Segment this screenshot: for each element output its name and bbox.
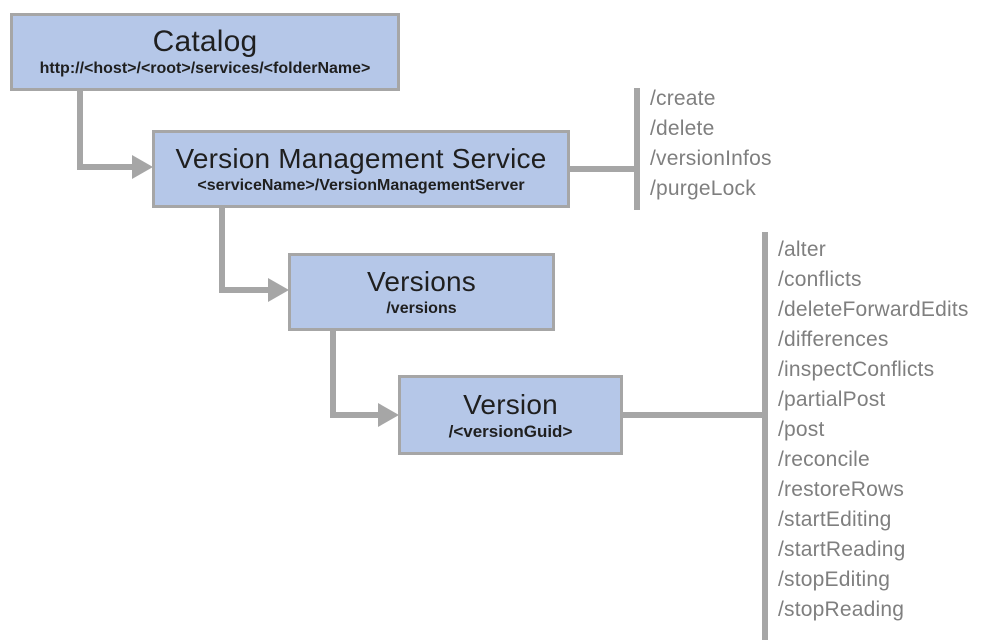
connector-versions-to-version-horizontal — [330, 412, 379, 418]
node-version-management-service: Version Management Service <serviceName>… — [152, 130, 570, 208]
connector-vms-to-endpoints-horizontal — [570, 166, 634, 172]
arrowhead-icon — [268, 278, 289, 302]
arrowhead-icon — [132, 155, 153, 179]
arrowhead-icon — [378, 403, 399, 427]
endpoint-label: /reconcile — [778, 448, 870, 471]
endpoint-label: /create — [650, 87, 716, 110]
node-version-title: Version — [463, 389, 558, 420]
endpoint-label: /startEditing — [778, 508, 892, 531]
connector-catalog-to-vms-horizontal — [77, 164, 133, 170]
node-version-management-service-subtitle: <serviceName>/VersionManagementServer — [197, 177, 525, 194]
node-catalog-subtitle: http://<host>/<root>/services/<folderNam… — [39, 60, 371, 77]
endpoint-label: /stopEditing — [778, 568, 891, 591]
connector-catalog-to-vms-vertical — [77, 91, 83, 170]
node-versions-title: Versions — [367, 266, 476, 297]
endpoint-bracket-version — [762, 232, 768, 640]
endpoint-label: /conflicts — [778, 268, 862, 291]
endpoint-list-version: /alter/conflicts/deleteForwardEdits/diff… — [778, 235, 969, 625]
endpoint-label: /versionInfos — [650, 147, 772, 170]
endpoint-label: /stopReading — [778, 598, 905, 621]
node-versions: Versions /versions — [288, 253, 555, 331]
node-version-subtitle: /<versionGuid> — [448, 422, 573, 441]
endpoint-label: /post — [778, 418, 825, 441]
connector-versions-to-version-vertical — [330, 331, 336, 418]
endpoint-label: /restoreRows — [778, 478, 905, 501]
connector-version-to-endpoints-horizontal — [623, 412, 762, 418]
connector-vms-to-versions-vertical — [219, 208, 225, 293]
endpoint-label: /inspectConflicts — [778, 358, 935, 381]
endpoint-label: /differences — [778, 328, 889, 351]
node-version: Version /<versionGuid> — [398, 375, 623, 455]
node-version-management-service-title: Version Management Service — [175, 143, 547, 174]
connector-vms-to-versions-horizontal — [219, 287, 269, 293]
endpoint-label: /purgeLock — [650, 177, 756, 200]
endpoint-bracket-vms — [634, 88, 640, 210]
endpoint-label: /delete — [650, 117, 715, 140]
endpoint-list-version-management-service: /create/delete/versionInfos/purgeLock — [650, 84, 772, 204]
node-catalog-title: Catalog — [152, 25, 258, 58]
endpoint-label: /startReading — [778, 538, 906, 561]
endpoint-label: /partialPost — [778, 388, 886, 411]
endpoint-label: /deleteForwardEdits — [778, 298, 969, 321]
endpoint-label: /alter — [778, 238, 826, 261]
node-versions-subtitle: /versions — [386, 300, 457, 317]
node-catalog: Catalog http://<host>/<root>/services/<f… — [10, 13, 400, 91]
